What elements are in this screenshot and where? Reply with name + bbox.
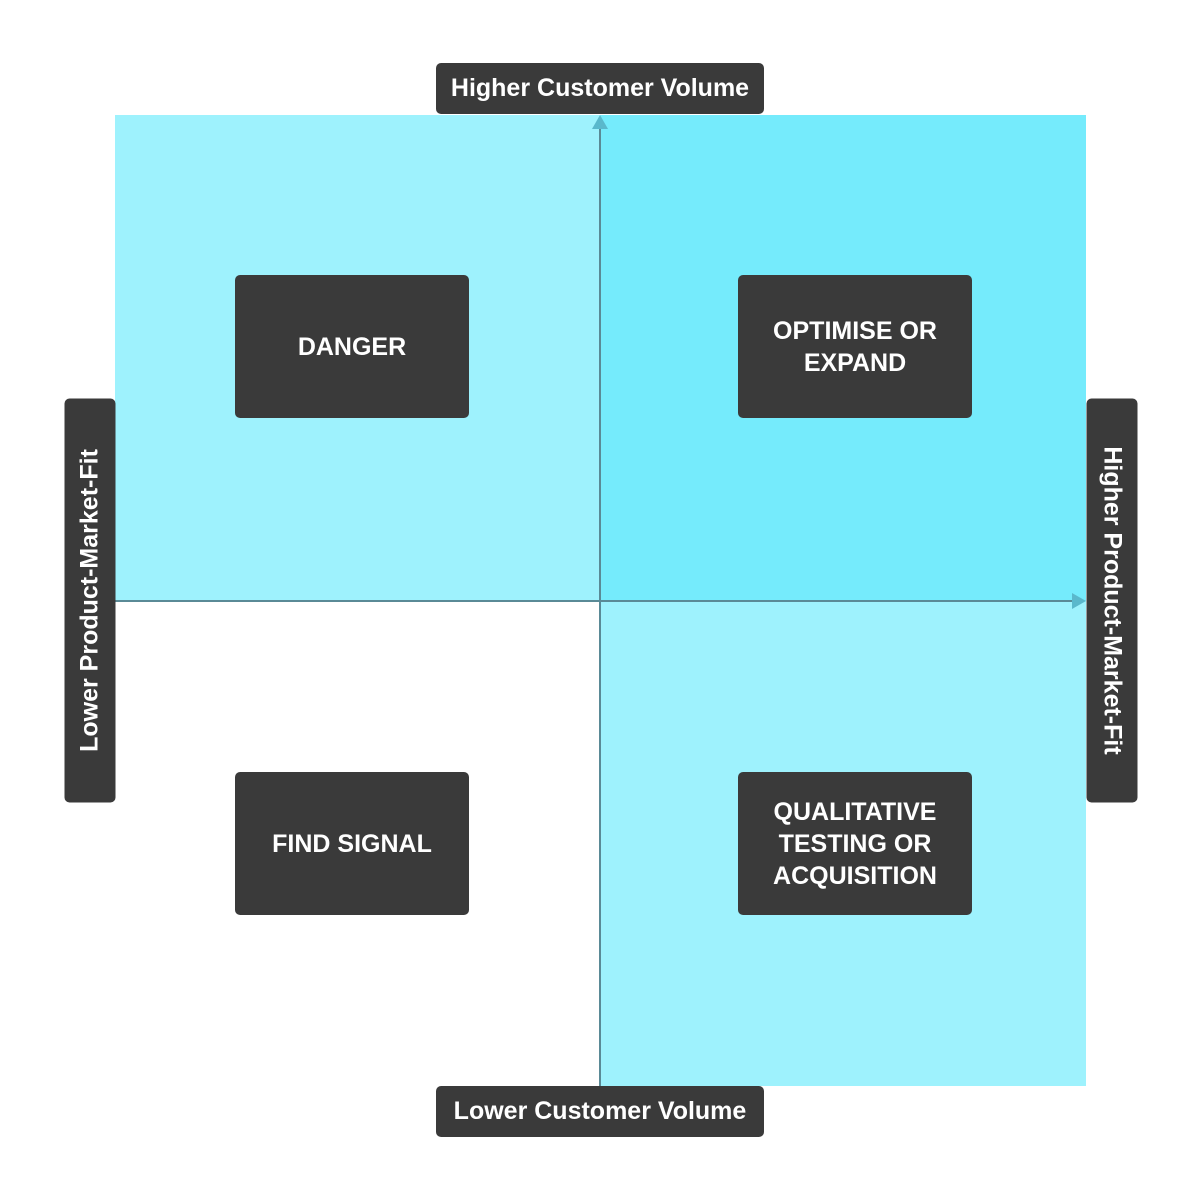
axis-label-bottom: Lower Customer Volume	[436, 1086, 764, 1137]
quadrant-label-qualitative-testing: QUALITATIVE TESTING OR ACQUISITION	[738, 772, 972, 915]
quadrant-label-danger: DANGER	[235, 275, 469, 418]
right-arrow-head	[1072, 593, 1086, 609]
axis-label-right: Higher Product-Market-Fit	[1086, 398, 1138, 803]
axis-label-top: Higher Customer Volume	[436, 63, 764, 114]
quadrant-label-find-signal: FIND SIGNAL	[235, 772, 469, 915]
quadrant-label-optimise-or-expand: OPTIMISE OR EXPAND	[738, 275, 972, 418]
up-arrow-head	[592, 115, 608, 129]
axis-label-left: Lower Product-Market-Fit	[64, 398, 116, 803]
